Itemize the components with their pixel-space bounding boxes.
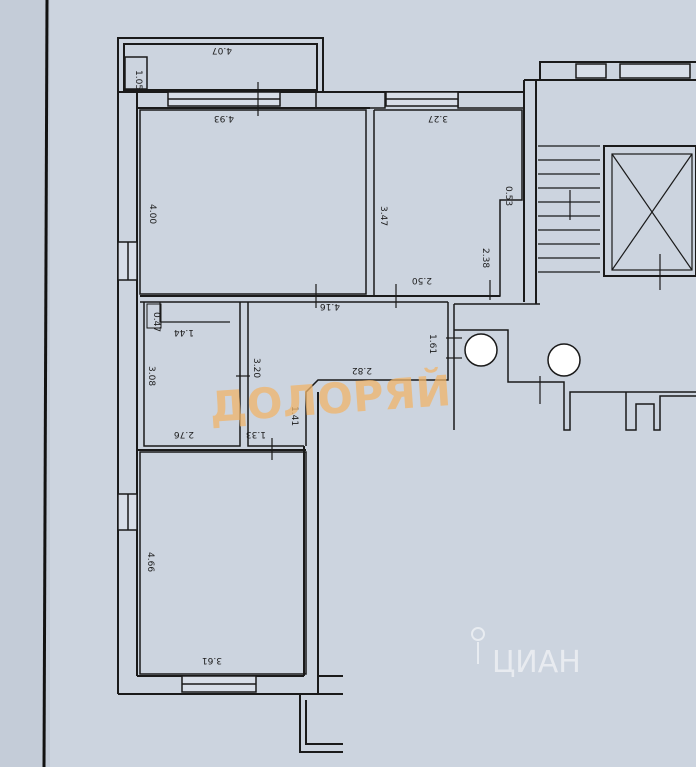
page-border-line (42, 0, 49, 767)
page-margin (0, 0, 50, 767)
light-circle-icon (464, 333, 498, 367)
location-pin-icon (471, 627, 485, 641)
dim-room3-depth: 4.66 (145, 552, 155, 572)
door-ticks (236, 82, 661, 460)
brand-logo-text: ЦИАН (492, 645, 581, 680)
brand-logo: ЦИАН (471, 627, 581, 680)
dim-bath-depth: 3.08 (146, 366, 156, 386)
dim-room2-width: 3.27 (428, 113, 448, 123)
staircase (538, 145, 600, 273)
dim-wc-width: 1.33 (246, 429, 266, 439)
dimension-labels: 4.07 1.05 4.93 4.00 3.27 3.47 2.38 0.53 … (133, 45, 513, 665)
dim-balcony-width: 1.05 (133, 70, 143, 90)
dim-room1-depth: 4.00 (147, 204, 157, 224)
dim-balcony-length: 4.07 (212, 45, 232, 55)
dim-bath-small: 0.47 (151, 312, 161, 332)
dim-corridor-width: 2.82 (352, 365, 372, 375)
dim-room2-bottom: 2.50 (412, 275, 432, 285)
dim-room1-width: 4.93 (214, 113, 234, 123)
elevator-shaft (603, 145, 696, 277)
dim-bath-inner: 1.44 (174, 327, 194, 337)
light-fixtures (464, 333, 581, 377)
dim-corridor-depth: 3.20 (251, 358, 261, 378)
dim-bath-width: 2.76 (174, 429, 194, 439)
dim-room3-width: 3.61 (202, 655, 222, 665)
dim-room2-depth-right: 2.38 (480, 248, 490, 268)
dim-room2-notch: 0.53 (503, 186, 513, 206)
light-circle-icon (547, 343, 581, 377)
dim-hall-width: 4.16 (320, 301, 340, 311)
dim-room2-depth-left: 3.47 (378, 206, 388, 226)
dim-wc-small: 1.41 (289, 406, 299, 426)
windows (117, 63, 691, 693)
dim-door-width: 1.61 (427, 334, 437, 354)
